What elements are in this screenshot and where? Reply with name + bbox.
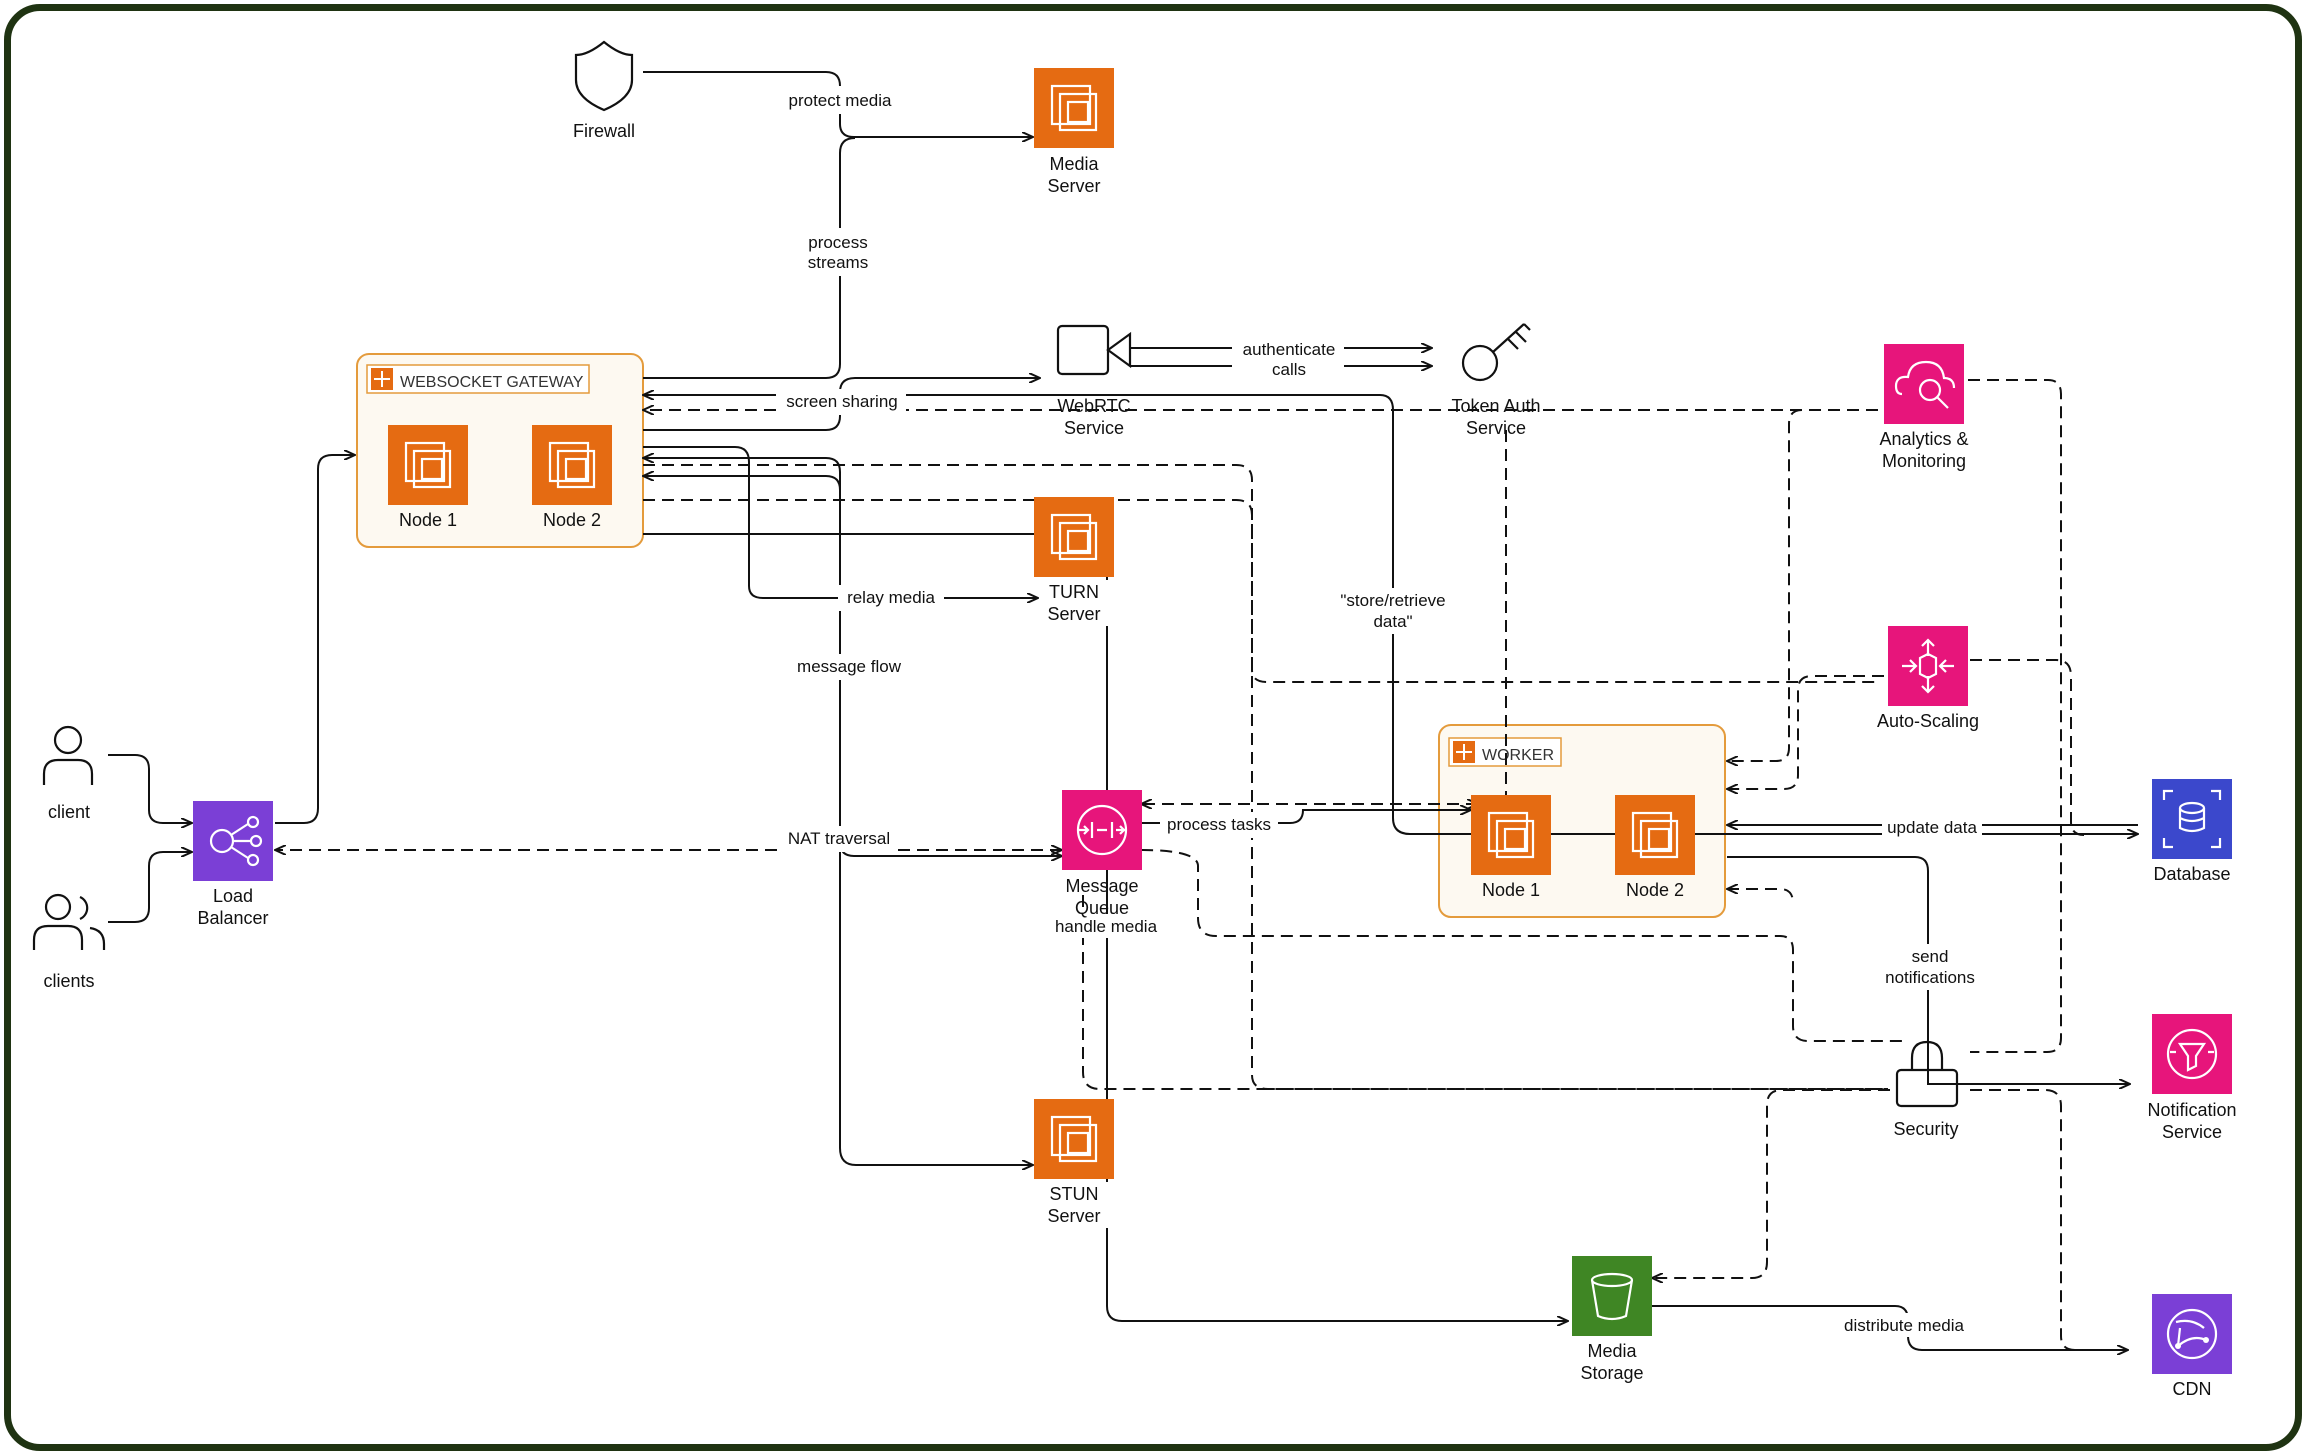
ec2-icon <box>1487 811 1535 859</box>
stun-server-label-2: Server <box>1047 1206 1100 1226</box>
clients-node[interactable]: clients <box>32 893 106 991</box>
worker-node-2-label: Node 2 <box>1626 880 1684 900</box>
client-label: client <box>48 802 90 822</box>
database-icon <box>2162 789 2222 849</box>
users-icon <box>32 893 106 950</box>
websocket-node-1[interactable]: Node 1 <box>388 425 468 530</box>
media-storage-node[interactable]: Media Storage <box>1572 1256 1652 1383</box>
bucket-icon <box>1590 1272 1634 1321</box>
cdn-globe-icon <box>2166 1308 2218 1360</box>
edge-label-process-streams-2: streams <box>808 253 868 272</box>
edge-label-send-notifications-1: send <box>1912 947 1949 966</box>
edge-label-authenticate-1: authenticate <box>1243 340 1336 359</box>
autoscaling-node[interactable]: Auto-Scaling <box>1877 626 1979 731</box>
firewall-node[interactable]: Firewall <box>573 40 635 141</box>
token-auth-label-2: Service <box>1466 418 1526 438</box>
worker-title: WORKER <box>1482 747 1554 764</box>
queue-icon <box>1076 804 1128 856</box>
edge-label-protect-media: protect media <box>789 91 893 110</box>
user-icon <box>42 725 94 785</box>
client-node[interactable]: client <box>42 725 94 822</box>
turn-server-label-1: TURN <box>1049 582 1099 602</box>
lock-icon <box>1895 1040 1959 1108</box>
edge-label-process-streams-1: process <box>808 233 868 252</box>
edge-label-process-tasks: process tasks <box>1167 815 1271 834</box>
websocket-gateway-title: WEBSOCKET GATEWAY <box>400 374 584 391</box>
cloud-magnifier-icon <box>1894 360 1956 409</box>
webrtc-label-1: WebRTC <box>1057 396 1130 416</box>
media-server-node[interactable]: Media Server <box>1034 68 1114 196</box>
token-auth-label-1: Token Auth <box>1451 396 1540 416</box>
edge-label-handle-media: handle media <box>1055 917 1158 936</box>
media-server-label-1: Media <box>1049 154 1099 174</box>
stun-server-node[interactable]: STUN Server <box>1034 1099 1114 1228</box>
websocket-node-1-label: Node 1 <box>399 510 457 530</box>
autoscaling-label: Auto-Scaling <box>1877 711 1979 731</box>
ec2-icon <box>1050 84 1098 132</box>
compute-instances: Media Server Node 1 Node 2 <box>388 68 1695 1228</box>
worker-node-1-label: Node 1 <box>1482 880 1540 900</box>
cdn-node[interactable]: CDN <box>2152 1294 2232 1399</box>
edge-label-store-retrieve-1: "store/retrieve <box>1340 591 1445 610</box>
token-auth-node[interactable]: Token Auth Service <box>1451 323 1541 438</box>
solid-edges <box>108 71 2138 1350</box>
edge-label-nat-traversal: NAT traversal <box>788 829 890 848</box>
security-label: Security <box>1893 1119 1958 1139</box>
edge-label-authenticate-2: calls <box>1272 360 1306 379</box>
load-balancer-label-2: Balancer <box>197 908 268 928</box>
key-icon <box>1461 323 1531 382</box>
ec2-icon <box>1050 1115 1098 1163</box>
websocket-node-2[interactable]: Node 2 <box>532 425 612 530</box>
edge-label-send-notifications-2: notifications <box>1885 968 1975 987</box>
worker-node-2[interactable]: Node 2 <box>1615 795 1695 900</box>
notification-icon <box>2166 1028 2218 1080</box>
message-queue-label-1: Message <box>1065 876 1138 896</box>
cdn-label: CDN <box>2173 1379 2212 1399</box>
ec2-icon <box>548 441 596 489</box>
turn-server-node[interactable]: TURN Server <box>1034 497 1114 626</box>
edge-label-update-data: update data <box>1887 818 1977 837</box>
ec2-icon <box>1631 811 1679 859</box>
analytics-label-2: Monitoring <box>1882 451 1966 471</box>
database-label: Database <box>2153 864 2230 884</box>
shield-icon <box>574 40 634 112</box>
ec2-icon <box>1050 513 1098 561</box>
edge-label-store-retrieve-2: data" <box>1373 612 1412 631</box>
notification-label-1: Notification <box>2147 1100 2236 1120</box>
notification-node[interactable]: Notification Service <box>2147 1014 2237 1142</box>
video-camera-icon <box>1056 324 1132 376</box>
media-server-label-2: Server <box>1047 176 1100 196</box>
security-node[interactable]: Security <box>1893 1040 1959 1139</box>
websocket-node-2-label: Node 2 <box>543 510 601 530</box>
turn-server-label-2: Server <box>1047 604 1100 624</box>
firewall-label: Firewall <box>573 121 635 141</box>
ec2-icon <box>404 441 452 489</box>
webrtc-service-node[interactable]: WebRTC Service <box>1056 324 1132 438</box>
autoscaling-icon <box>1902 638 1954 694</box>
edge-label-message-flow: message flow <box>797 657 902 676</box>
clients-label: clients <box>43 971 94 991</box>
stun-server-label-1: STUN <box>1050 1184 1099 1204</box>
edge-label-screen-sharing: screen sharing <box>786 392 898 411</box>
media-storage-label-1: Media <box>1587 1341 1637 1361</box>
load-balancer-icon <box>209 815 263 867</box>
message-queue-node[interactable]: Message Queue <box>1062 790 1142 918</box>
load-balancer-node[interactable]: Load Balancer <box>193 801 273 928</box>
analytics-label-1: Analytics & <box>1879 429 1968 449</box>
notification-label-2: Service <box>2162 1122 2222 1142</box>
message-queue-label-2: Queue <box>1075 898 1129 918</box>
edge-labels: protect media process streams authentica… <box>774 86 1984 1337</box>
analytics-node[interactable]: Analytics & Monitoring <box>1879 344 1969 471</box>
load-balancer-label-1: Load <box>213 886 253 906</box>
webrtc-label-2: Service <box>1064 418 1124 438</box>
worker-node-1[interactable]: Node 1 <box>1471 795 1551 900</box>
media-storage-label-2: Storage <box>1580 1363 1643 1383</box>
edge-label-distribute-media: distribute media <box>1844 1316 1965 1335</box>
edge-label-relay-media: relay media <box>847 588 935 607</box>
database-node[interactable]: Database <box>2152 779 2232 884</box>
